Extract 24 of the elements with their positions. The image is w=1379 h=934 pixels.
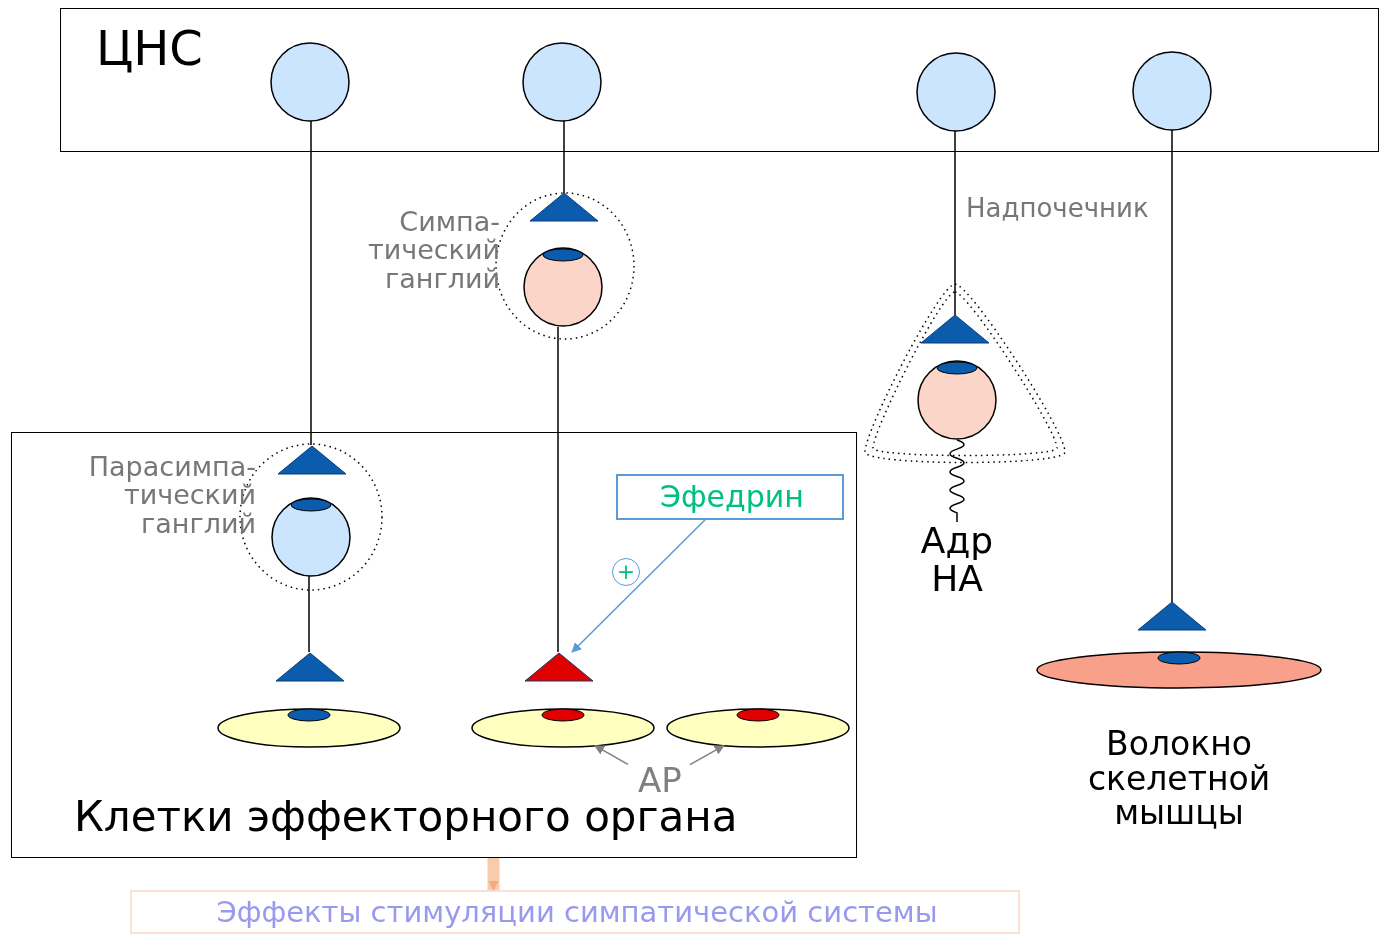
group-box — [60, 8, 1379, 152]
text-label: Адр НА — [919, 522, 995, 598]
arrow — [571, 518, 707, 653]
wavy-line — [949, 439, 965, 523]
axon-line — [310, 120, 312, 446]
axon-line — [557, 325, 559, 653]
edge-label: + — [612, 558, 640, 586]
axon-line — [563, 120, 565, 194]
group-box — [11, 432, 857, 858]
arrow — [689, 744, 725, 766]
box-label: Эффекты стимуляции симпатической системы — [215, 897, 939, 928]
ganglion-label: Парасимпа- тический ганглий — [87, 453, 256, 539]
label-box — [616, 474, 844, 520]
organ-label: Надпочечник — [966, 195, 1150, 223]
arrow — [594, 744, 629, 766]
box-title: ЦНС — [96, 23, 204, 74]
axon-line — [954, 130, 956, 316]
axon-line — [1171, 129, 1173, 603]
fiber-caption: Волокно скелетной мышцы — [1086, 727, 1272, 831]
label-box — [130, 890, 1020, 934]
ganglion-label: Симпа- тический ганглий — [366, 208, 500, 294]
axon-line — [308, 575, 310, 653]
box-label: Эфедрин — [659, 481, 805, 513]
arrow — [487, 858, 500, 891]
